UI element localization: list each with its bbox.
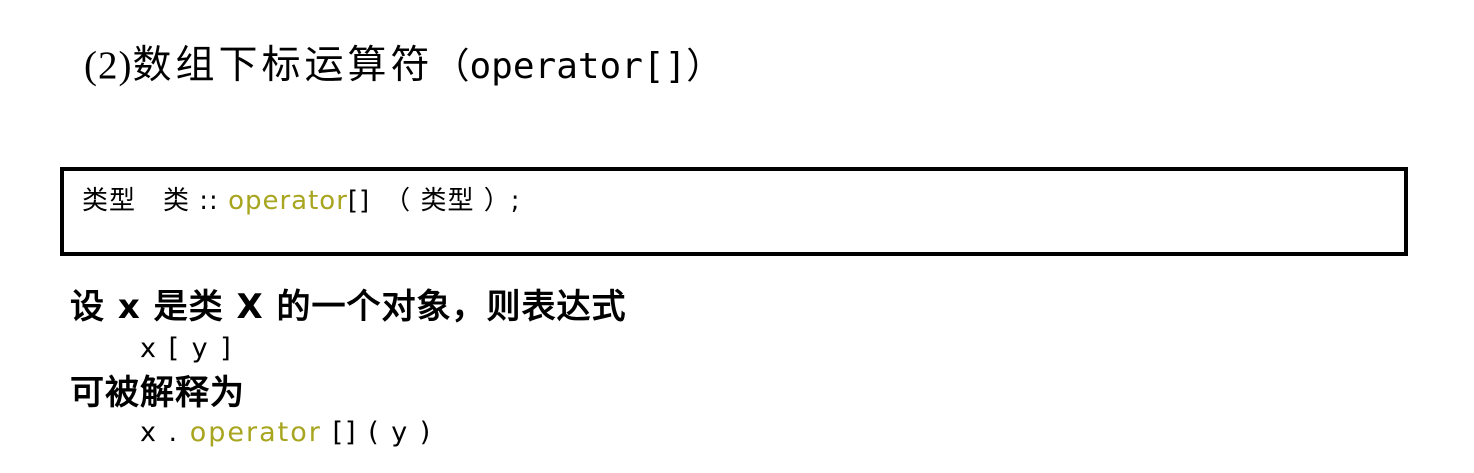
title-signature: （operator[]） — [433, 46, 723, 87]
expression-code-2: x . operator [] ( y ) — [140, 416, 432, 450]
expression-operator-keyword: operator — [189, 417, 322, 448]
syntax-suffix: [] （ 类型 ）; — [347, 186, 521, 216]
syntax-prefix: 类型 类 :: — [82, 186, 229, 216]
title-index: (2) — [84, 44, 133, 87]
syntax-declaration-line: 类型 类 :: operator[] （ 类型 ）; — [82, 182, 520, 220]
title-cjk-text: 数组下标运算符 — [132, 44, 434, 87]
syntax-operator-keyword: operator — [228, 186, 348, 216]
syntax-declaration-box: 类型 类 :: operator[] （ 类型 ）; — [60, 167, 1408, 256]
explanation-line-1: 设 x 是类 X 的一个对象，则表达式 — [70, 287, 627, 327]
expression-code-2-prefix: x . — [140, 417, 190, 448]
expression-code-2-suffix: [] ( y ) — [321, 417, 433, 448]
explanation-line-2: 可被解释为 — [70, 373, 245, 413]
page-title: (2)数组下标运算符（operator[]） — [84, 40, 722, 93]
expression-code-1: x [ y ] — [140, 333, 233, 364]
